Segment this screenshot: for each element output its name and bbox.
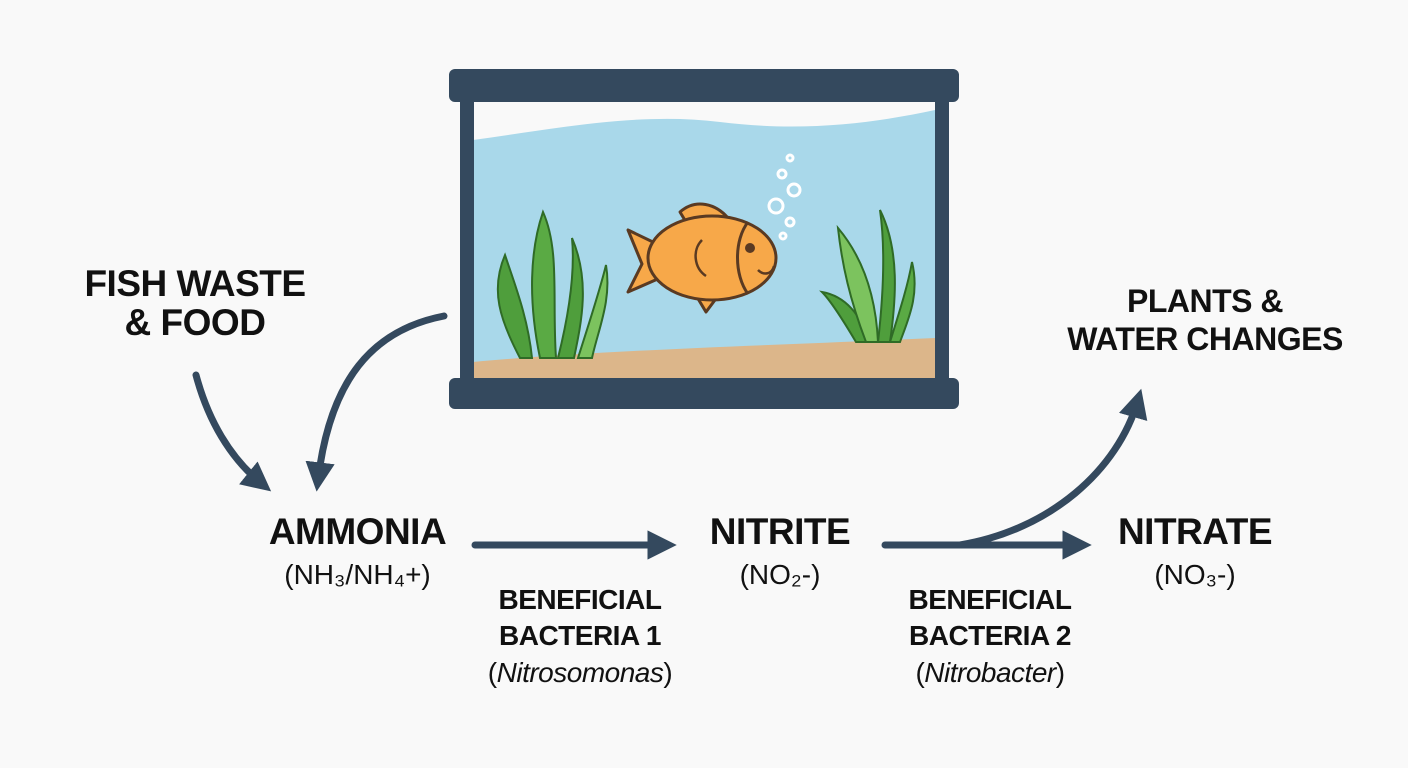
aquarium-tank-icon	[449, 69, 959, 409]
arrow-waste-to-ammonia	[196, 375, 262, 484]
bacteria-1-line1: BENEFICIAL	[455, 582, 705, 618]
bacteria-2-line1: BENEFICIAL	[865, 582, 1115, 618]
fish-waste-line2: & FOOD	[60, 304, 330, 343]
nitrite-node: NITRITE (NO₂-)	[670, 513, 890, 591]
bacteria-1-genus: Nitrosomonas	[497, 657, 664, 688]
bacteria-2-label: BENEFICIAL BACTERIA 2 (Nitrobacter)	[865, 582, 1115, 691]
plants-water-label: PLANTS & WATER CHANGES	[1030, 283, 1380, 359]
nitrate-name: NITRATE	[1085, 513, 1305, 552]
aquarium-frame-bottom	[449, 378, 959, 409]
bacteria-1-label: BENEFICIAL BACTERIA 1 (Nitrosomonas)	[455, 582, 705, 691]
aquarium-frame-right	[935, 96, 949, 384]
aquarium-frame-top	[449, 69, 959, 102]
plants-water-line1: PLANTS &	[1030, 283, 1380, 321]
fish-waste-label: FISH WASTE & FOOD	[60, 265, 330, 343]
bacteria-1-genus-line: (Nitrosomonas)	[455, 655, 705, 691]
bacteria-2-line2: BACTERIA 2	[865, 618, 1115, 654]
nitrate-formula: (NO₃-)	[1085, 558, 1305, 592]
nitrite-name: NITRITE	[670, 513, 890, 552]
bacteria-1-line2: BACTERIA 1	[455, 618, 705, 654]
fish-waste-line1: FISH WASTE	[60, 265, 330, 304]
ammonia-node: AMMONIA (NH₃/NH₄+)	[235, 513, 480, 591]
ammonia-formula: (NH₃/NH₄+)	[235, 558, 480, 592]
plants-water-line2: WATER CHANGES	[1030, 321, 1380, 359]
aquarium-frame-left	[460, 96, 474, 384]
arrow-tank-to-ammonia	[318, 316, 444, 480]
ammonia-name: AMMONIA	[235, 513, 480, 552]
nitrate-node: NITRATE (NO₃-)	[1085, 513, 1305, 591]
bacteria-2-genus-line: (Nitrobacter)	[865, 655, 1115, 691]
bacteria-2-genus: Nitrobacter	[924, 657, 1055, 688]
